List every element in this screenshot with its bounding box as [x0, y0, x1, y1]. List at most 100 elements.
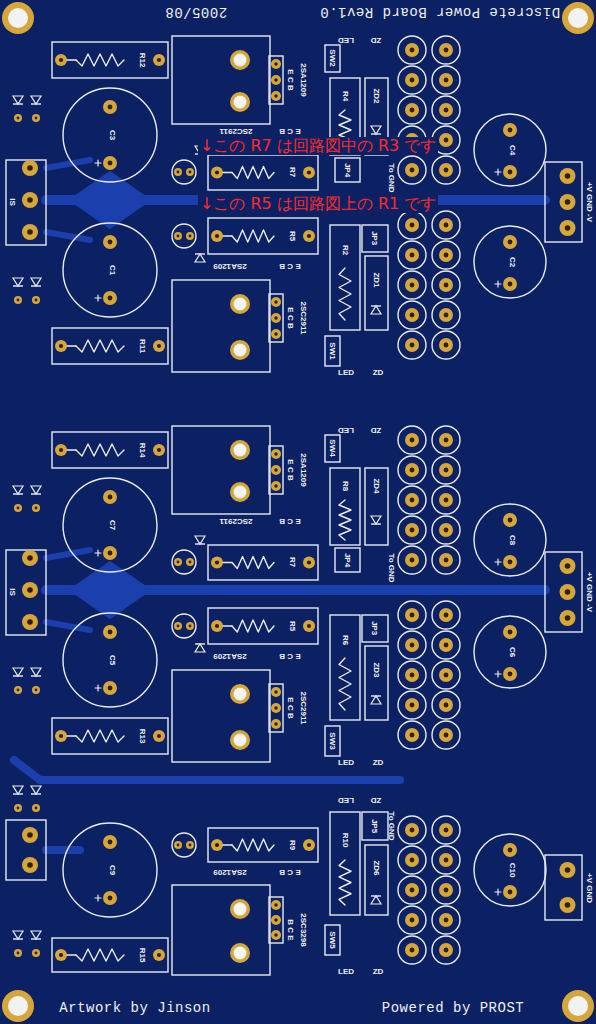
pad-ring [432, 66, 460, 94]
solder-pad [211, 620, 223, 632]
silkscreen-label: ZD [373, 369, 384, 377]
pad-ring [432, 331, 460, 359]
solder-pad [405, 278, 419, 292]
silkscreen-label: IS [8, 588, 16, 596]
pad-ring [432, 936, 460, 964]
solder-pad [14, 949, 22, 957]
drill-hole [17, 507, 20, 510]
solder-pad [55, 340, 67, 352]
silkscreen-label: C9 [108, 865, 116, 875]
solder-pad [560, 610, 576, 626]
solder-pad [103, 891, 117, 905]
solder-pad [439, 308, 453, 322]
solder-pad [103, 490, 117, 504]
solder-pad [103, 681, 117, 695]
resistor-outline [330, 615, 360, 720]
mount-hole [230, 899, 250, 919]
drill-hole [444, 438, 449, 443]
copper-trace [40, 776, 400, 784]
solder-pad [103, 546, 117, 560]
pad-ring [398, 271, 426, 299]
silkscreen-label: B C E [286, 919, 294, 940]
mount-hole [230, 50, 250, 70]
pad-ring [432, 721, 460, 749]
resistor-symbol [76, 730, 124, 742]
drill-hole [274, 706, 278, 710]
solder-pad [271, 297, 281, 307]
diode-triangle [13, 786, 23, 794]
silkscreen-label: R7 [288, 167, 296, 177]
drill-hole [189, 625, 192, 628]
resistor-symbol [76, 54, 124, 66]
drill-hole [410, 223, 415, 228]
solder-pad [405, 43, 419, 57]
solder-pad [174, 232, 182, 240]
silkscreen-label: LED [338, 426, 354, 434]
solder-pad [405, 338, 419, 352]
pad-ring [432, 301, 460, 329]
resistor-lead [67, 345, 76, 346]
mount-hole-center [234, 54, 247, 67]
drill-hole [565, 563, 571, 569]
mount-hole [230, 92, 250, 112]
solder-pad [211, 230, 223, 242]
drill-hole [189, 561, 192, 564]
drill-hole [157, 953, 161, 957]
diode-bar [13, 675, 23, 676]
solder-pad [439, 883, 453, 897]
drill-hole [565, 589, 571, 595]
solder-pad [439, 133, 453, 147]
solder-pad [271, 930, 281, 940]
solder-pad [14, 114, 22, 122]
pad-ring [398, 876, 426, 904]
drill-hole [444, 253, 449, 258]
capacitor-outline [474, 114, 546, 186]
pad-ring [432, 426, 460, 454]
drill-hole [410, 468, 415, 473]
solder-pad [405, 728, 419, 742]
silkscreen-label: E C B [279, 127, 300, 135]
capacitor-outline [474, 504, 546, 576]
solder-pad [22, 160, 38, 176]
silkscreen-label: ZD6 [372, 860, 380, 875]
solder-pad [560, 168, 576, 184]
silkscreen-label: IS [8, 198, 16, 206]
drill-hole [444, 78, 449, 83]
heatsink-outline [172, 36, 270, 124]
solder-pad [211, 167, 223, 179]
solder-pad [174, 168, 182, 176]
diode-bar [31, 938, 41, 939]
drill-hole [177, 235, 180, 238]
solder-pad [32, 804, 40, 812]
drill-hole [410, 858, 415, 863]
mount-hole-center [568, 996, 588, 1016]
drill-hole [444, 918, 449, 923]
copper-trace [46, 160, 90, 168]
drill-hole [274, 62, 278, 66]
small-cap-outline [172, 160, 196, 184]
diode-triangle [371, 896, 381, 904]
board-title: 2005/08 [165, 5, 227, 19]
solder-pad [560, 558, 576, 574]
solder-pad [103, 100, 117, 114]
diode-triangle [371, 306, 381, 314]
mount-hole-center [8, 996, 28, 1016]
solder-pad [271, 465, 281, 475]
solder-pad [405, 308, 419, 322]
drill-hole [17, 689, 20, 692]
polarity-mark [97, 895, 98, 901]
drill-hole [35, 117, 38, 120]
silkscreen-label: R8 [341, 481, 349, 491]
solder-pad [32, 949, 40, 957]
drill-hole [565, 199, 571, 205]
solder-pad [271, 900, 281, 910]
solder-pad [271, 719, 281, 729]
solder-pad [405, 163, 419, 177]
capacitor-outline [474, 834, 546, 906]
solder-pad [211, 839, 223, 851]
diode-triangle [31, 668, 41, 676]
polarity-mark [97, 685, 98, 691]
drill-hole [59, 58, 63, 62]
resistor-symbol [339, 658, 351, 710]
